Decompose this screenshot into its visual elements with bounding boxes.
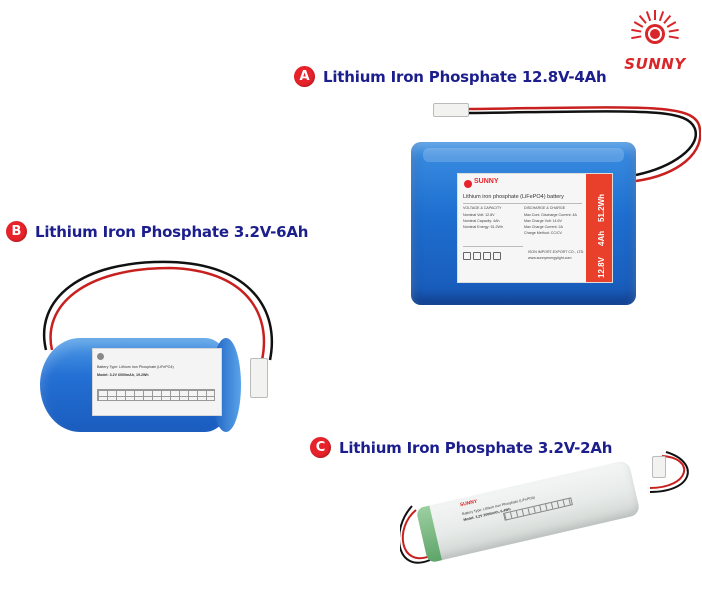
label-a-strip-text: 12.8V 4Ah 51.2Wh bbox=[597, 194, 606, 278]
label-a-discharge-line: Max Charge Volt: 14.6V bbox=[524, 219, 562, 223]
sunny-logo: SUNNY bbox=[616, 8, 694, 78]
product-heading-c: C Lithium Iron Phosphate 3.2V-2Ah bbox=[310, 437, 612, 458]
battery-b-connector bbox=[250, 358, 268, 398]
product-title-b: Lithium Iron Phosphate 3.2V-6Ah bbox=[35, 222, 309, 241]
label-a-title: Lithium iron phosphate (LiFePO4) battery bbox=[463, 194, 564, 200]
rohs-icon bbox=[493, 252, 501, 260]
label-b-model: Model: 3.2V 6000mAh, 19.2Wh bbox=[97, 373, 149, 377]
sunny-small-icon bbox=[464, 180, 472, 188]
label-a-discharge-line: Max Charge Current: 2A bbox=[524, 225, 563, 229]
battery-c-wires bbox=[400, 451, 689, 564]
battery-a-label: SUNNY Lithium iron phosphate (LiFePO4) b… bbox=[457, 173, 613, 283]
label-a-discharge-line: Max.Cont. Discharge Current: 4A bbox=[524, 213, 577, 217]
label-b-type: Battery Type: Lithium Iron Phosphate (Li… bbox=[97, 365, 174, 369]
battery-b-wires bbox=[43, 260, 274, 361]
strip-capacity: 4Ah bbox=[597, 231, 606, 246]
badge-c: C bbox=[310, 437, 331, 458]
divider bbox=[463, 203, 582, 204]
logo-brand-text: SUNNY bbox=[624, 55, 686, 73]
battery-b-label: Battery Type: Lithium Iron Phosphate (Li… bbox=[92, 348, 222, 416]
badge-b: B bbox=[6, 221, 27, 242]
battery-a-wires bbox=[465, 106, 701, 183]
label-a-footer: www.sunnyenergylight.com bbox=[528, 256, 572, 260]
sunny-small-icon bbox=[97, 353, 104, 360]
label-a-discharge-heading: DISCHARGE & CHARGE bbox=[524, 206, 566, 210]
label-a-footer: ISON IMPORT-EXPORT CO., LTD. bbox=[528, 250, 585, 254]
strip-energy: 51.2Wh bbox=[597, 194, 606, 222]
ce-icon bbox=[473, 252, 481, 260]
strip-voltage: 12.8V bbox=[597, 256, 606, 278]
label-a-voltage-line: Nominal Energy: 51.2Wh bbox=[463, 225, 503, 229]
battery-c-connector bbox=[652, 456, 666, 478]
label-a-voltage-line: Nominal Volt: 12.8V bbox=[463, 213, 495, 217]
certification-icons bbox=[463, 246, 523, 260]
label-a-brand: SUNNY bbox=[474, 178, 499, 185]
bin-icon bbox=[483, 252, 491, 260]
battery-a-connector bbox=[433, 103, 469, 117]
label-a-discharge-line: Charge Method: CC/CV bbox=[524, 231, 562, 235]
label-b-grid bbox=[97, 389, 215, 401]
label-a-red-strip: 12.8V 4Ah 51.2Wh bbox=[586, 174, 612, 282]
product-title-a: Lithium Iron Phosphate 12.8V-4Ah bbox=[323, 67, 607, 86]
battery-b-image: Battery Type: Lithium Iron Phosphate (Li… bbox=[40, 250, 300, 440]
sun-icon bbox=[631, 10, 679, 44]
badge-a: A bbox=[294, 66, 315, 87]
product-heading-b: B Lithium Iron Phosphate 3.2V-6Ah bbox=[6, 221, 308, 242]
product-title-c: Lithium Iron Phosphate 3.2V-2Ah bbox=[339, 438, 613, 457]
label-a-voltage-line: Nominal Capacity: 4Ah bbox=[463, 219, 500, 223]
recycle-icon bbox=[463, 252, 471, 260]
label-a-voltage-heading: VOLTAGE & CAPACITY bbox=[463, 206, 502, 210]
battery-a-image: SUNNY Lithium iron phosphate (LiFePO4) b… bbox=[411, 97, 701, 310]
product-heading-a: A Lithium Iron Phosphate 12.8V-4Ah bbox=[294, 66, 607, 87]
battery-c-image: SUNNY Battery Type: Lithium Iron Phospha… bbox=[400, 448, 700, 598]
